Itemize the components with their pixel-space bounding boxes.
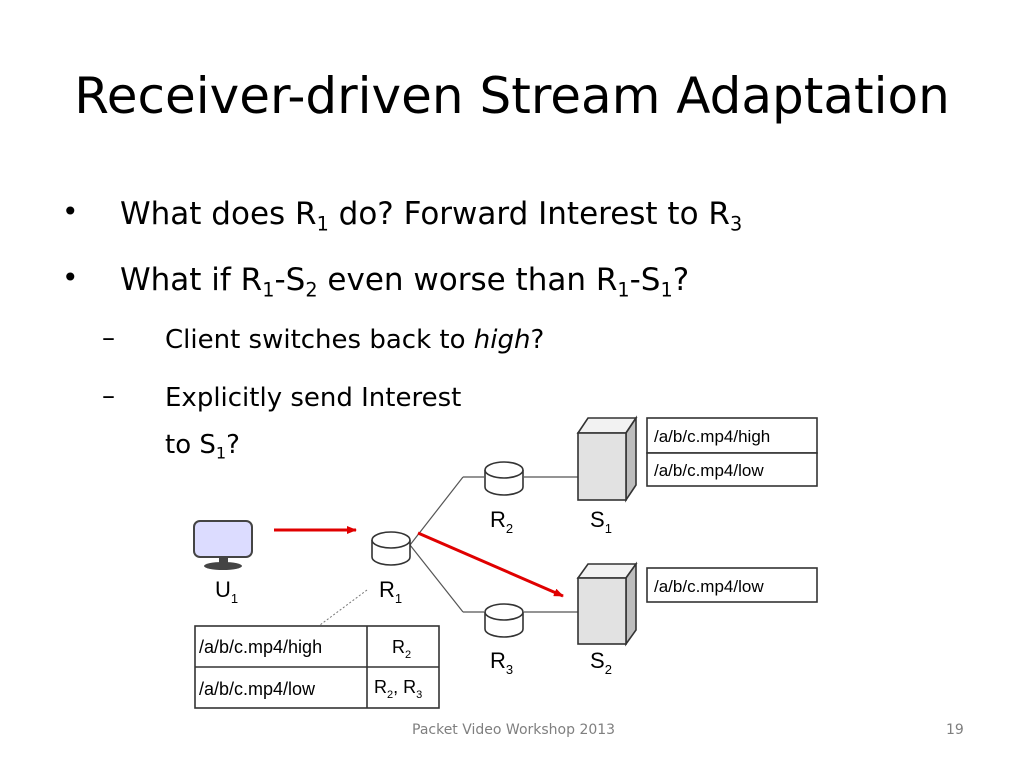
fib-prefix-low: /a/b/c.mp4/low: [199, 679, 316, 699]
fib-prefix-high: /a/b/c.mp4/high: [199, 637, 322, 657]
router-r3-icon: [484, 603, 524, 638]
bullet-marker: •: [62, 261, 79, 294]
bullet-marker: •: [62, 195, 79, 228]
client-monitor-icon: [193, 520, 253, 570]
fib-faces-high: R2: [392, 637, 411, 661]
fib-faces-low: R2, R3: [374, 677, 422, 701]
page-number: 19: [946, 722, 964, 738]
s1-content-box: [646, 417, 818, 454]
node-label-u1: U1: [215, 577, 238, 606]
router-r2-icon: [484, 461, 524, 496]
footer-event: Packet Video Workshop 2013: [412, 722, 616, 738]
bullet-1: What does R1 do? Forward Interest to R3: [120, 196, 743, 236]
fib-table: [194, 625, 440, 709]
link-r1-r3: [409, 544, 464, 613]
subbullet-1: Client switches back to high?: [165, 325, 545, 355]
subbullet-2-line1: Explicitly send Interest: [165, 383, 462, 413]
server-s2-icon: [576, 561, 638, 647]
router-r1-icon: [371, 531, 411, 566]
dash-marker: –: [102, 381, 115, 411]
node-label-r1: R1: [379, 577, 402, 606]
node-label-r2: R2: [490, 507, 513, 536]
node-label-s2: S2: [590, 648, 612, 677]
slide-title: Receiver-driven Stream Adaptation: [74, 67, 950, 125]
link-r1-r2: [409, 476, 464, 546]
subbullet-2-line2: to S1?: [165, 430, 240, 463]
interest-arrow-r1-s2: [417, 531, 564, 598]
s1-content-box: [646, 452, 818, 487]
bullet-2: What if R1-S2 even worse than R1-S1?: [120, 262, 690, 302]
s2-content-low: /a/b/c.mp4/low: [654, 577, 764, 596]
s2-content-box: [646, 567, 818, 603]
node-label-r3: R3: [490, 648, 513, 677]
node-label-s1: S1: [590, 507, 612, 536]
fib-pointer-line: [319, 589, 368, 626]
dash-marker: –: [102, 323, 115, 353]
s1-content-high: /a/b/c.mp4/high: [654, 427, 770, 446]
s1-content-low: /a/b/c.mp4/low: [654, 461, 764, 480]
server-s1-icon: [576, 415, 638, 503]
